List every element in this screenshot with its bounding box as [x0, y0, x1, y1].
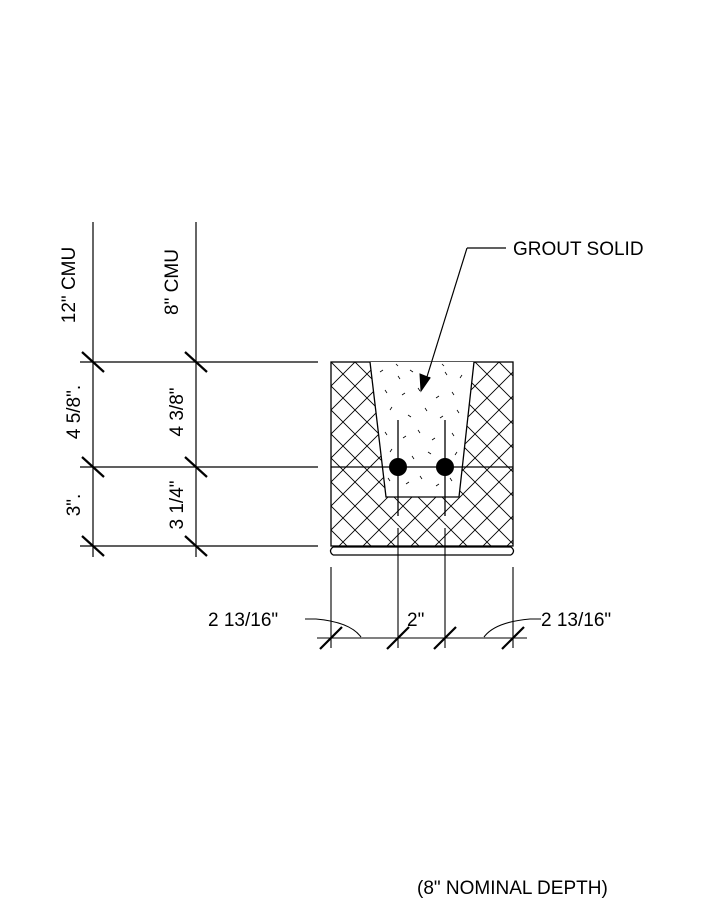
column-header-12in-cmu: 12" CMU	[59, 247, 80, 323]
grout-callout-leader	[419, 247, 506, 393]
bottom-bond-strip	[329, 546, 515, 556]
nominal-depth-note: (8" NOMINAL DEPTH)	[417, 878, 608, 899]
vertical-dimension-ticks	[81, 351, 208, 557]
horizontal-extension-lines	[317, 528, 527, 648]
vertical-dimension-lines	[80, 222, 318, 557]
dim-right-lower: 3 1/4"	[167, 480, 188, 529]
grout-solid-label: GROUT SOLID	[513, 239, 644, 260]
dim-horizontal-left: 2 13/16"	[208, 610, 278, 631]
dim-horizontal-middle: 2"	[407, 610, 424, 631]
horizontal-dimension-ticks	[319, 626, 525, 650]
dim-left-upper: 4 5/8".	[64, 385, 85, 439]
rebar-left	[389, 458, 407, 476]
horizontal-dim-leaders	[305, 618, 541, 638]
dim-left-lower: 3".	[64, 494, 85, 517]
dim-horizontal-right: 2 13/16"	[541, 610, 611, 631]
rebar-right	[436, 458, 454, 476]
column-header-8in-cmu: 8" CMU	[162, 249, 183, 315]
dim-right-upper: 4 3/8"	[167, 387, 188, 436]
